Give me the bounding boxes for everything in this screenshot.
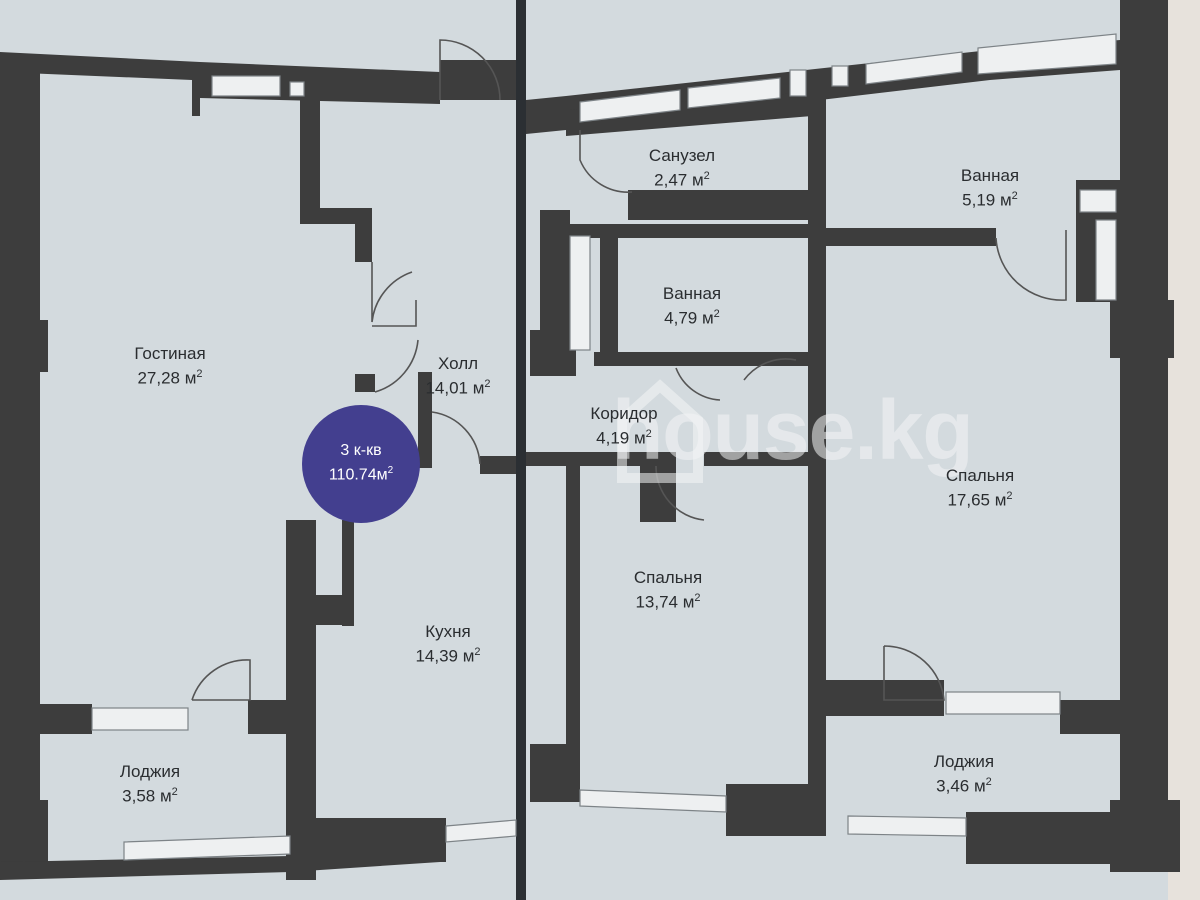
- room-kitchen: Кухня 14,39 м2: [415, 622, 480, 667]
- room-bath-small: Ванная 4,79 м2: [663, 284, 721, 329]
- room-wc: Санузел 2,47 м2: [649, 146, 715, 191]
- room-name: Холл: [437, 354, 479, 373]
- room-name: Ванная: [662, 284, 722, 303]
- room-hall: Холл 14,01 м2: [425, 354, 490, 399]
- room-area: 14,39 м2: [415, 646, 481, 666]
- room-name: Санузел: [648, 146, 716, 165]
- badge-total-area: 110.74м2: [328, 465, 394, 484]
- room-name: Гостиная: [134, 344, 206, 363]
- room-name: Ванная: [960, 166, 1020, 185]
- room-area: 17,65 м2: [947, 490, 1013, 510]
- room-area: 13,74 м2: [635, 592, 701, 612]
- windows: [91, 33, 1117, 861]
- watermark-house-icon: [617, 379, 703, 483]
- room-area: 14,01 м2: [425, 378, 491, 398]
- room-area: 4,19 м2: [596, 428, 652, 448]
- room-area: 5,19 м2: [962, 190, 1018, 210]
- apartment-type-badge: 3 к-кв 110.74м2: [302, 405, 420, 523]
- room-area: 3,58 м2: [122, 786, 178, 806]
- room-area: 27,28 м2: [137, 368, 203, 388]
- page-edge: [1168, 0, 1200, 900]
- room-name: Спальня: [945, 466, 1015, 485]
- badge-rooms: 3 к-кв: [340, 442, 382, 459]
- room-corridor: Коридор 4,19 м2: [590, 404, 657, 449]
- room-name: Спальня: [633, 568, 703, 587]
- room-name: Коридор: [590, 404, 658, 423]
- room-bath-large: Ванная 5,19 м2: [961, 166, 1019, 211]
- room-name: Лоджия: [933, 752, 995, 771]
- room-bedroom-large: Спальня 17,65 м2: [946, 466, 1014, 511]
- book-gutter: [516, 0, 526, 900]
- room-bedroom-small: Спальня 13,74 м2: [634, 568, 702, 613]
- room-loggia-left: Лоджия 3,58 м2: [120, 762, 180, 807]
- room-area: 4,79 м2: [664, 308, 720, 328]
- watermark-text: house.kg: [612, 383, 974, 477]
- room-area: 2,47 м2: [654, 170, 710, 190]
- doors: [191, 39, 1067, 701]
- room-area: 3,46 м2: [936, 776, 992, 796]
- room-name: Кухня: [425, 622, 471, 641]
- room-name: Лоджия: [119, 762, 181, 781]
- room-living: Гостиная 27,28 м2: [134, 344, 205, 389]
- room-loggia-right: Лоджия 3,46 м2: [934, 752, 994, 797]
